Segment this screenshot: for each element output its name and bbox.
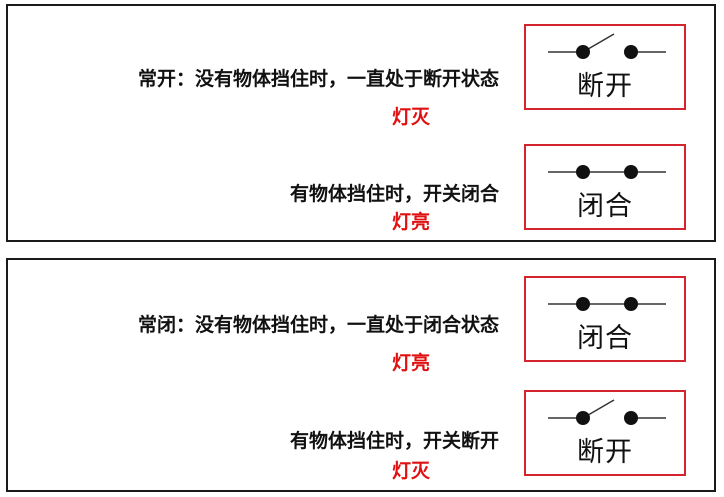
normally-open-trigger-description: 有物体挡住时，开关闭合 — [289, 183, 499, 205]
switch-symbol-icon — [548, 297, 666, 311]
normally-open-trigger-switch-label: 闭合 — [577, 191, 633, 222]
normally-closed-trigger-switch-box: 断开 — [524, 390, 686, 476]
normally-closed-trigger-switch-label: 断开 — [577, 437, 633, 468]
normally-closed-lamp-status: 灯亮 — [392, 352, 431, 374]
normally-open-switch-label: 断开 — [577, 71, 633, 102]
normally-open-switch-box: 断开 — [524, 24, 686, 110]
normally-closed-panel: 常闭：没有物体挡住时，一直处于闭合状态 灯亮 闭合 有物体挡住时，开关断开 灯灭… — [6, 258, 716, 492]
normally-closed-switch-box: 闭合 — [524, 276, 686, 362]
normally-open-panel: 常开：没有物体挡住时，一直处于断开状态 灯灭 断开 有物体挡住时，开关闭合 灯亮… — [6, 4, 716, 242]
normally-closed-switch-label: 闭合 — [577, 323, 633, 354]
switch-symbol-icon — [548, 399, 666, 425]
normally-closed-trigger-description: 有物体挡住时，开关断开 — [289, 430, 499, 452]
normally-closed-description: 常闭：没有物体挡住时，一直处于闭合状态 — [137, 314, 499, 336]
switch-symbol-icon — [548, 165, 666, 179]
switch-symbol-icon — [548, 33, 666, 59]
normally-open-description: 常开：没有物体挡住时，一直处于断开状态 — [137, 68, 499, 90]
normally-open-trigger-switch-box: 闭合 — [524, 144, 686, 230]
normally-open-lamp-status: 灯灭 — [392, 106, 431, 128]
normally-open-trigger-lamp-status: 灯亮 — [392, 211, 431, 233]
normally-closed-trigger-lamp-status: 灯灭 — [392, 460, 431, 482]
